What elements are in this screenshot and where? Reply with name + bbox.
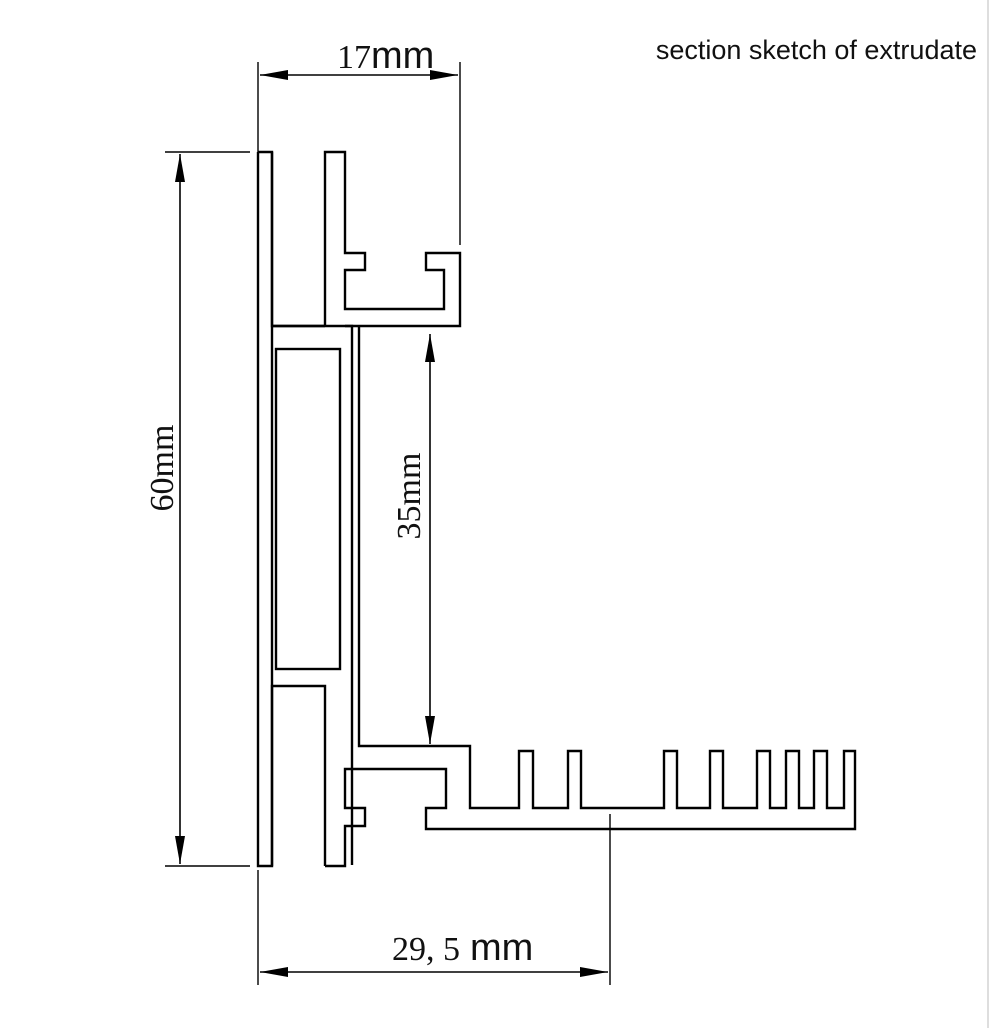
dimension-bottom-width: 29, 5 mm: [257, 814, 611, 985]
inner-height-unit: mm: [391, 453, 428, 506]
bottom-width-arrow-left: [260, 967, 288, 977]
inner-height-value: 35: [391, 505, 428, 539]
total-height-value: 60: [144, 477, 181, 511]
profile-middle-slot: [274, 347, 342, 671]
total-height-arrow-bottom: [175, 836, 185, 864]
bottom-width-label: 29, 5 mm: [392, 927, 533, 969]
top-width-value: 17: [337, 39, 371, 76]
profile-lower-chamber: [270, 684, 327, 866]
profile-left-wall: [256, 150, 274, 868]
dimension-total-height: 60mm: [144, 151, 250, 867]
inner-height-arrow-top: [425, 334, 435, 362]
bottom-width-arrow-right: [580, 967, 608, 977]
top-width-arrow-left: [260, 70, 288, 80]
inner-height-label: 35mm: [391, 453, 428, 540]
total-height-unit: mm: [144, 425, 181, 478]
top-width-unit: mm: [371, 35, 434, 77]
bottom-width-value: 29, 5: [392, 931, 460, 968]
bottom-width-unit: mm: [470, 927, 533, 969]
extrusion-profile: [256, 150, 857, 868]
profile-upper-hook-outline: [323, 150, 462, 328]
total-height-label: 60mm: [144, 425, 181, 512]
dimension-top-width: 17mm: [257, 35, 461, 245]
dimension-inner-height: 35mm: [391, 334, 435, 744]
top-width-label: 17mm: [337, 35, 434, 77]
total-height-arrow-top: [175, 154, 185, 182]
top-width-arrow-right: [430, 70, 458, 80]
inner-height-arrow-bottom: [425, 716, 435, 744]
profile-lower-hook: [325, 326, 857, 868]
drawing-title: section sketch of extrudate: [656, 35, 977, 65]
